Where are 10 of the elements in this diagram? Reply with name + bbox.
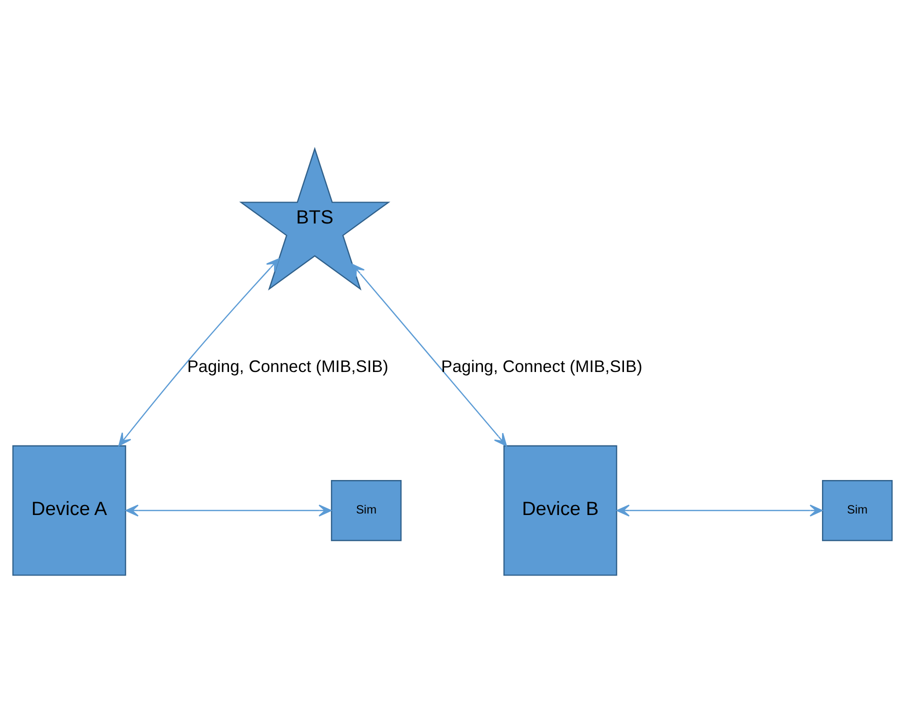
edge-label: Paging, Connect (MIB,SIB) <box>441 356 642 376</box>
arrow <box>126 504 332 516</box>
node-box: Sim <box>330 479 402 541</box>
arrow <box>118 258 280 446</box>
edge-label: Paging, Connect (MIB,SIB) <box>187 356 388 376</box>
arrow <box>352 263 507 446</box>
node-box: Sim <box>822 479 893 541</box>
arrow <box>616 504 823 516</box>
node-box: Device B <box>503 444 618 576</box>
node-box: Device A <box>12 444 126 576</box>
